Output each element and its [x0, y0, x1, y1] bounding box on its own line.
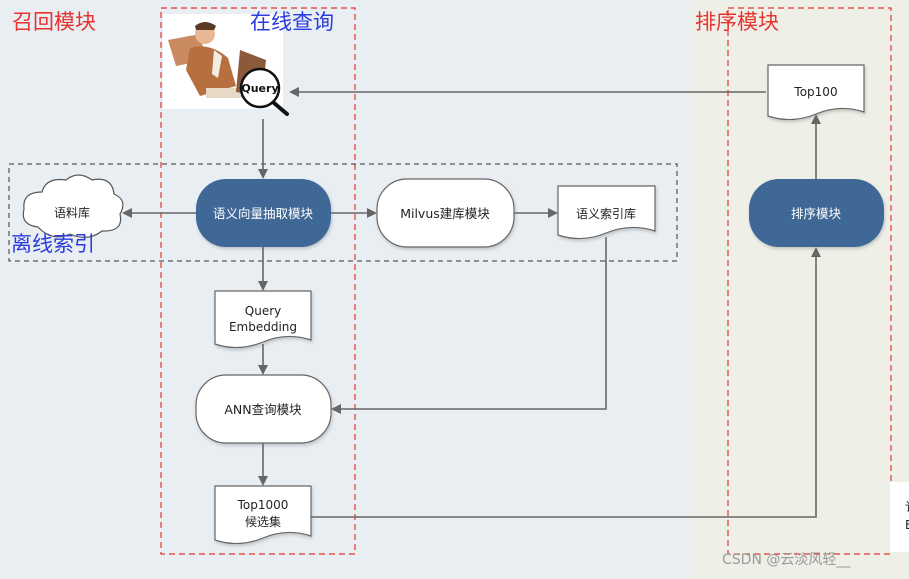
top1000-line2: 候选集 [245, 514, 281, 529]
corpus-label: 语料库 [54, 205, 90, 220]
ann-query-label: ANN查询模块 [224, 402, 302, 417]
ranking-module-label: 排序模块 [791, 206, 842, 221]
recall-region-title: 召回模块 [12, 10, 96, 34]
query-embedding-line2: Embedding [229, 320, 297, 334]
corpus-cloud: 语料库 [22, 174, 124, 238]
semantic-index-node: 语义索引库 [557, 185, 656, 240]
query-embedding-line1: Query [245, 304, 281, 318]
milvus-build-node: Milvus建库模块 [376, 178, 515, 248]
top1000-line1: Top1000 [237, 498, 289, 512]
magnifier-icon: Query [239, 67, 289, 116]
ranking-region-title: 排序模块 [695, 10, 779, 34]
query-embedding-node: Query Embedding [214, 290, 312, 349]
arrow-top1000-to-ranking [311, 247, 821, 518]
offline-region-title: 离线索引 [11, 232, 95, 256]
milvus-build-label: Milvus建库模块 [400, 206, 490, 221]
watermark: CSDN @云淡风轻__ [722, 552, 851, 568]
semantic-index-label: 语义索引库 [576, 206, 636, 221]
semantic-extract-node: 语义向量抽取模块 [196, 179, 331, 247]
arrow-index-to-ann [331, 237, 607, 414]
ranking-module-node: 排序模块 [749, 179, 884, 247]
top1000-node: Top1000 候选集 [214, 485, 312, 545]
online-region-title: 在线查询 [250, 10, 334, 34]
offline-index-region [8, 163, 678, 262]
edge-snippet-line2: E [905, 518, 909, 532]
ann-query-node: ANN查询模块 [195, 374, 332, 444]
top100-node: Top100 [767, 64, 865, 121]
ranking-region [727, 7, 892, 555]
top100-label: Top100 [793, 85, 837, 99]
semantic-extract-label: 语义向量抽取模块 [213, 206, 314, 221]
user-query-label: Query [241, 82, 278, 95]
edge-snippet-line1: 讠 [905, 498, 909, 515]
edge-snippet: 讠 E [890, 482, 909, 552]
